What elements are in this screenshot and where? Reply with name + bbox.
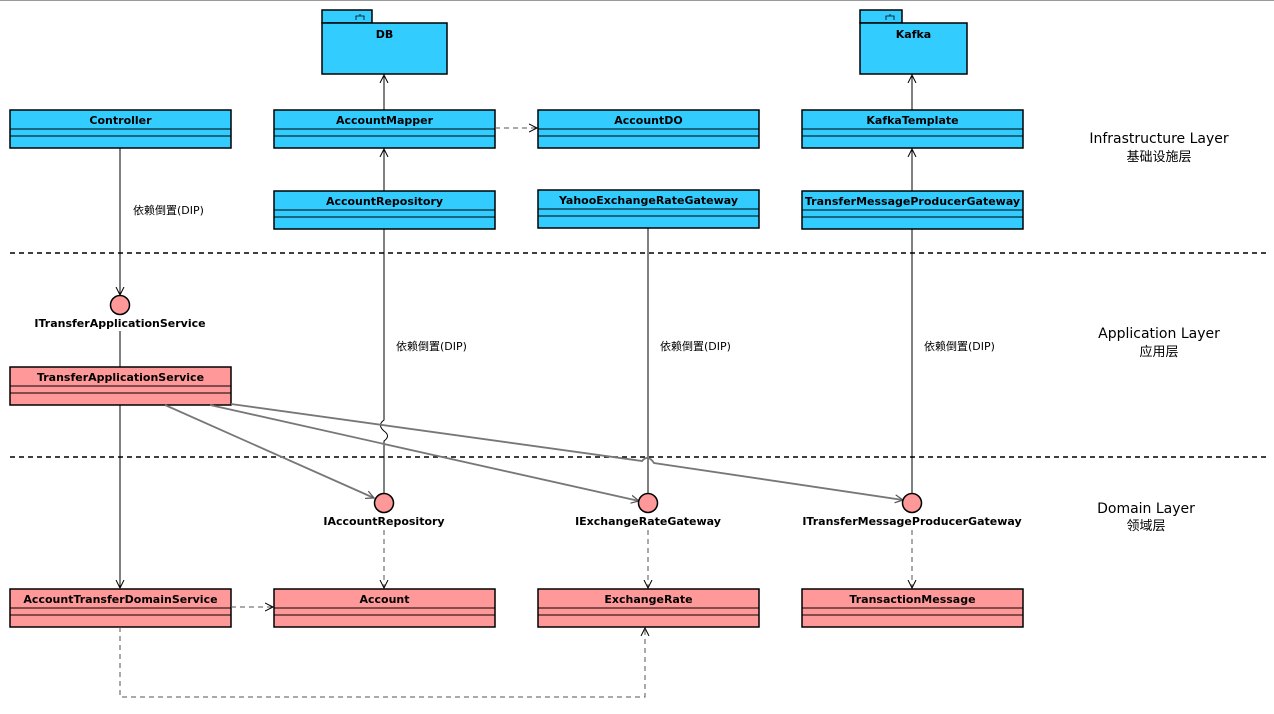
package-kafka[interactable]: Kafka (859, 9, 968, 75)
package-db[interactable]: DB (321, 9, 448, 75)
edge-repository-realization (380, 229, 388, 494)
class-account-transfer-domain-service-name: AccountTransferDomainService (23, 593, 217, 606)
layer-domain-cn: 领域层 (1126, 519, 1165, 534)
interface-i-account-repository-name: IAccountRepository (323, 515, 444, 528)
class-kafka-template-name: KafkaTemplate (866, 114, 958, 127)
package-kafka-name: Kafka (896, 28, 931, 41)
edge-app-to-iexchangerategateway (209, 404, 639, 501)
class-account-repository[interactable]: AccountRepository (273, 190, 496, 230)
edge-label-dip-controller: 依赖倒置(DIP) (133, 204, 204, 217)
class-transfer-message-producer-gateway[interactable]: TransferMessageProducerGateway (801, 190, 1024, 230)
class-account-do[interactable]: AccountDO (537, 109, 760, 149)
class-controller-name: Controller (89, 114, 152, 127)
interface-i-exchange-rate-gateway-name: IExchangeRateGateway (575, 515, 721, 528)
interface-circle (901, 492, 923, 514)
interface-i-transfer-message-producer-gateway[interactable]: ITransferMessageProducerGateway (802, 492, 1022, 529)
class-account-do-name: AccountDO (614, 114, 683, 127)
interface-i-exchange-rate-gateway[interactable]: IExchangeRateGateway (575, 492, 721, 529)
class-transfer-message-producer-gateway-name: TransferMessageProducerGateway (805, 195, 1020, 208)
class-account-transfer-domain-service[interactable]: AccountTransferDomainService (9, 588, 232, 628)
class-account-name: Account (359, 593, 409, 606)
class-account[interactable]: Account (273, 588, 496, 628)
edge-label-dip-exchange: 依赖倒置(DIP) (660, 340, 731, 353)
interface-i-account-repository[interactable]: IAccountRepository (323, 492, 445, 529)
class-controller[interactable]: Controller (9, 109, 232, 149)
class-transaction-message[interactable]: TransactionMessage (801, 588, 1024, 628)
interface-i-transfer-application-service[interactable]: ITransferApplicationService (34, 294, 206, 331)
class-kafka-template[interactable]: KafkaTemplate (801, 109, 1024, 149)
class-transfer-application-service[interactable]: TransferApplicationService (9, 366, 232, 406)
class-exchange-rate[interactable]: ExchangeRate (537, 588, 760, 628)
class-account-mapper[interactable]: AccountMapper (273, 109, 496, 149)
class-transfer-application-service-name: TransferApplicationService (37, 371, 204, 384)
class-account-repository-name: AccountRepository (326, 195, 443, 208)
edge-app-to-iaccountrepository (164, 404, 374, 498)
class-account-mapper-name: AccountMapper (336, 114, 434, 127)
layer-infrastructure-cn: 基础设施层 (1126, 150, 1191, 165)
edge-app-to-iproducergateway (230, 403, 903, 500)
layer-application-name: Application Layer (1098, 326, 1220, 342)
edge-domainservice-to-exchangerate (119, 627, 645, 698)
layer-application-cn: 应用层 (1139, 344, 1178, 360)
interface-i-transfer-message-producer-gateway-name: ITransferMessageProducerGateway (802, 515, 1021, 528)
interface-i-transfer-application-service-name: ITransferApplicationService (34, 317, 205, 330)
edge-label-dip-producer: 依赖倒置(DIP) (924, 340, 995, 353)
interface-circle (109, 294, 131, 316)
package-db-name: DB (376, 28, 394, 41)
edge-label-dip-repository: 依赖倒置(DIP) (396, 340, 467, 353)
package-icon (355, 14, 365, 20)
package-icon (885, 14, 895, 20)
layer-infrastructure-name: Infrastructure Layer (1089, 131, 1229, 147)
class-yahoo-exchange-rate-gateway[interactable]: YahooExchangeRateGateway (537, 189, 760, 229)
interface-circle (373, 492, 395, 514)
class-exchange-rate-name: ExchangeRate (604, 593, 692, 606)
class-transaction-message-name: TransactionMessage (849, 593, 975, 606)
layer-domain-name: Domain Layer (1097, 501, 1195, 517)
interface-circle (637, 492, 659, 514)
class-yahoo-exchange-rate-gateway-name: YahooExchangeRateGateway (558, 194, 738, 207)
